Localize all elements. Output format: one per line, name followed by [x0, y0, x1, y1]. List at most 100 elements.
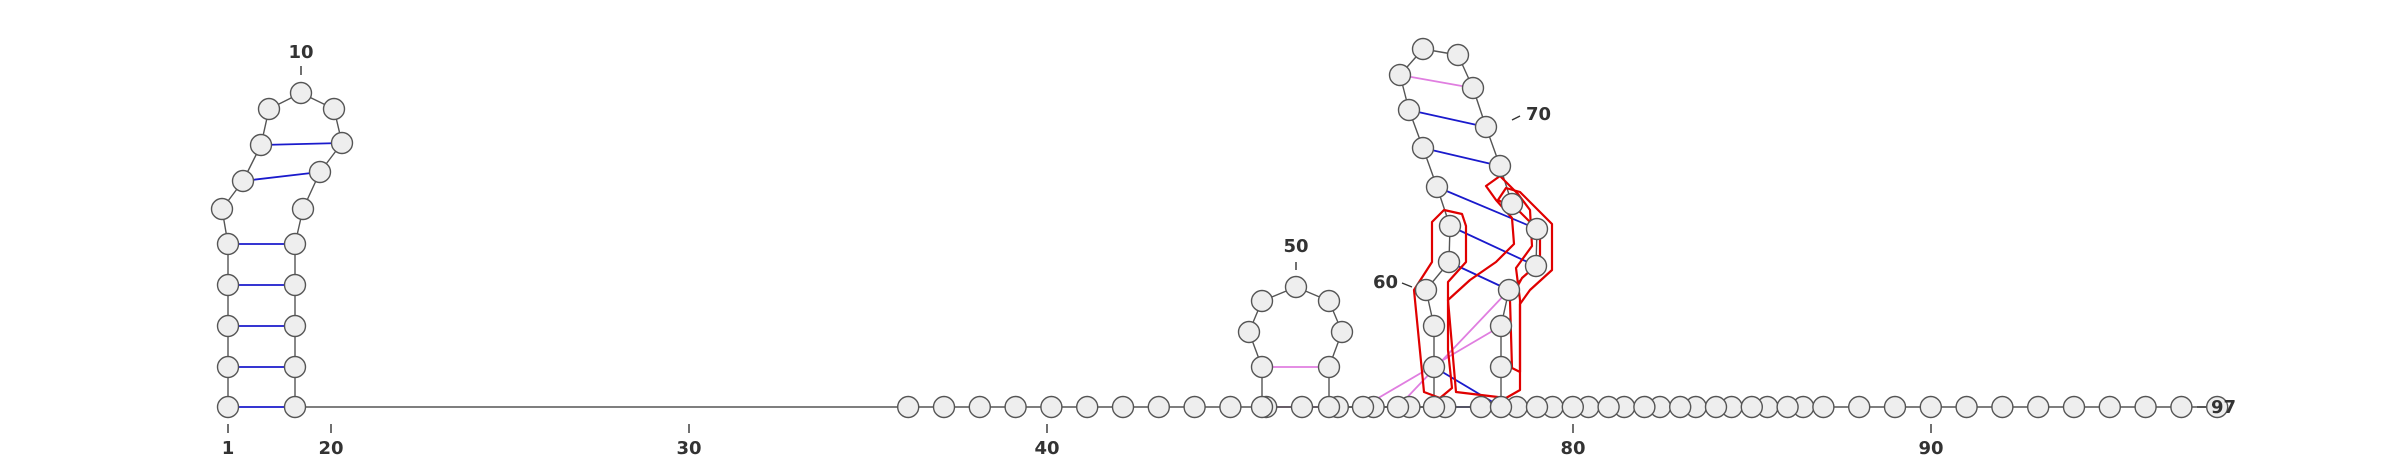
- nucleotide-12: [330, 131, 354, 155]
- nucleotide-52: [1317, 355, 1341, 379]
- position-label: 97: [2211, 397, 2236, 418]
- nucleotide-31: [1290, 395, 1314, 419]
- highlight-outline-3: [1496, 186, 1554, 374]
- tick-layer: [227, 66, 2206, 433]
- nucleotide-22: [968, 395, 991, 419]
- tick-60: [1401, 282, 1413, 288]
- nucleotide-50: [1284, 275, 1308, 299]
- nucleotide-46: [1250, 395, 1274, 419]
- nucleotide-2: [216, 355, 240, 379]
- nucleotide-54: [1351, 395, 1375, 419]
- backbone-layer: [221, 48, 2218, 408]
- nucleotide-36: [1469, 395, 1493, 419]
- base-pair-7-13: [242, 171, 321, 182]
- base-pair-64-69: [1408, 109, 1487, 128]
- nucleotide-48: [1237, 320, 1261, 344]
- position-label: 1: [222, 438, 235, 457]
- nucleotide-58: [1422, 314, 1446, 338]
- nucleotide-86: [1812, 395, 1835, 419]
- tick-70: [1511, 115, 1521, 121]
- nucleotide-79: [1561, 395, 1585, 419]
- nucleotide-49: [1250, 289, 1274, 313]
- nucleotide-8: [249, 133, 273, 157]
- nucleotide-loop: [1330, 320, 1354, 344]
- nucleotide-69: [1474, 115, 1498, 139]
- nucleotide-27: [1147, 395, 1171, 419]
- nucleotide-91: [1991, 395, 2014, 419]
- nucleotide-89: [1919, 395, 1943, 419]
- nucleotide-14: [291, 197, 315, 221]
- nucleotide-82: [1668, 395, 1692, 419]
- nucleotide-13: [308, 160, 332, 184]
- nucleotide-84: [1740, 395, 1764, 419]
- nucleotide-17: [283, 314, 307, 338]
- nucleotide-19: [283, 395, 307, 419]
- nucleotide-72: [1525, 217, 1549, 241]
- nucleotide-83: [1704, 395, 1728, 419]
- nucleotide-71: [1500, 192, 1524, 216]
- nucleotide-75: [1489, 314, 1513, 338]
- position-label: 20: [318, 438, 343, 457]
- nucleotide-77: [1489, 395, 1513, 419]
- base-pair-65-68: [1399, 74, 1474, 89]
- nucleotide-10: [289, 81, 313, 105]
- nucleotide-24: [1040, 395, 1063, 419]
- nucleotide-81: [1633, 395, 1656, 419]
- nucleotide-25: [1075, 395, 1099, 419]
- position-label: 10: [288, 42, 313, 63]
- nucleotide-85: [1776, 395, 1799, 419]
- nucleotide-64: [1397, 98, 1421, 122]
- nucleotide-53: [1317, 395, 1341, 419]
- nucleotide-7: [231, 169, 255, 193]
- nucleotide-18: [283, 355, 307, 379]
- base-pair-63-70: [1422, 147, 1501, 167]
- nucleotide-15: [283, 232, 307, 256]
- nucleotide-26: [1111, 395, 1135, 419]
- nucleotide-11: [322, 97, 346, 121]
- base-pair-62-72: [1436, 186, 1538, 230]
- position-label: 40: [1034, 438, 1059, 457]
- base-pair-8-12: [260, 142, 343, 146]
- nucleotide-59: [1414, 278, 1438, 302]
- nucleotide-62: [1425, 175, 1449, 199]
- nucleotide-21: [932, 395, 956, 419]
- nucleotide-5: [216, 232, 240, 256]
- nucleotide-92: [2026, 395, 2050, 419]
- nucleotide-68: [1461, 76, 1485, 100]
- position-label: 30: [676, 438, 701, 457]
- nucleotide-23: [1004, 395, 1027, 419]
- nucleotide-47: [1250, 355, 1274, 379]
- nucleotide-93: [2062, 395, 2086, 419]
- nucleotide-9: [257, 97, 281, 121]
- nucleotide-63: [1411, 136, 1435, 160]
- base-pair-55-74: [1397, 289, 1510, 408]
- nucleotide-3: [216, 314, 240, 338]
- nucleotide-65: [1388, 63, 1412, 87]
- position-label: 80: [1560, 438, 1585, 457]
- nucleotide-90: [1955, 395, 1978, 419]
- base-pair-layer: [228, 74, 1538, 408]
- position-label: 90: [1918, 438, 1943, 457]
- nucleotide-67: [1446, 43, 1470, 67]
- nucleotide-78: [1525, 395, 1549, 419]
- nucleotide-29: [1219, 395, 1242, 419]
- position-label: 60: [1373, 272, 1398, 293]
- nucleotide-95: [2134, 395, 2157, 419]
- position-label: 50: [1283, 236, 1308, 257]
- nucleotide-57: [1422, 355, 1446, 379]
- nucleotide-55: [1386, 395, 1410, 419]
- nucleotide-61: [1438, 214, 1462, 238]
- nucleotide-60: [1437, 250, 1461, 274]
- highlight-outline-1: [1412, 208, 1468, 400]
- nucleotide-97: [2205, 395, 2229, 419]
- nucleotide-73: [1524, 254, 1548, 278]
- nucleotide-66: [1411, 37, 1435, 61]
- nucleotide-28: [1183, 395, 1206, 419]
- nucleotide-88: [1883, 395, 1907, 419]
- nucleotide-74: [1497, 278, 1521, 302]
- nucleotide-4: [216, 273, 240, 297]
- nucleotide-51: [1317, 289, 1341, 313]
